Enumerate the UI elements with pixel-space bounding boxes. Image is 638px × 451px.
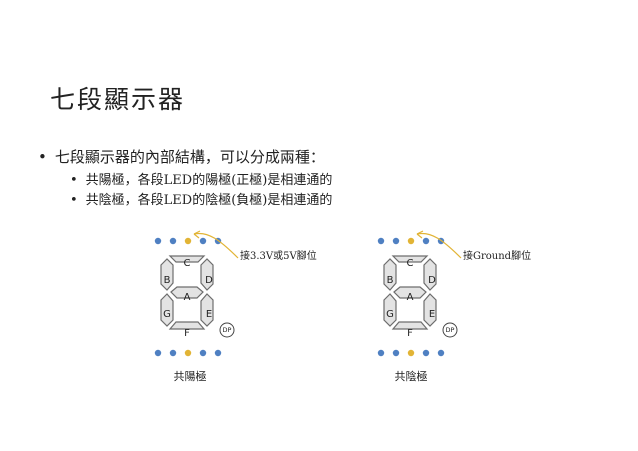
pin <box>392 349 400 357</box>
bottom-pin-row <box>377 349 445 357</box>
bullet-sub-2-text: 共陰極，各段LED的陰極(負極)是相連通的 <box>85 193 333 208</box>
segment-upper-left <box>383 258 397 291</box>
segment-upper-right <box>423 258 437 291</box>
segments <box>383 255 437 330</box>
segment-top <box>168 255 206 263</box>
label-lower-right: E <box>206 309 212 320</box>
pin <box>422 237 430 245</box>
pin <box>377 237 385 245</box>
pin <box>377 349 385 357</box>
bullet-main: • 七段顯示器的內部結構，可以分成兩種： <box>38 146 325 167</box>
pin <box>199 349 207 357</box>
segment-middle <box>393 286 427 299</box>
segment-middle <box>170 286 204 299</box>
segment-lower-right <box>423 293 437 327</box>
pin <box>392 237 400 245</box>
common-pin <box>184 349 192 357</box>
segment-upper-left <box>160 258 174 291</box>
top-pin-row <box>154 237 222 245</box>
decimal-point <box>442 322 458 338</box>
label-upper-left: B <box>387 275 394 286</box>
bullet-sub-1: • 共陽極，各段LED的陽極(正極)是相連通的 <box>70 169 332 188</box>
segment-bottom <box>391 321 429 330</box>
label-top: C <box>407 258 414 269</box>
segment-labels: C B D A G E F <box>163 258 213 339</box>
label-upper-right: D <box>205 275 213 286</box>
caption: 共陽極 <box>174 369 207 383</box>
label-upper-right: D <box>428 275 436 286</box>
segment-upper-right <box>200 258 214 291</box>
bottom-pin-row <box>154 349 222 357</box>
pin <box>422 349 430 357</box>
common-pin-arrow <box>193 232 239 259</box>
bullet-dot: • <box>70 173 78 188</box>
arrowhead <box>416 230 424 239</box>
pin <box>199 237 207 245</box>
arrowhead <box>193 230 201 239</box>
pin <box>169 237 177 245</box>
label-middle: A <box>407 292 414 303</box>
dp-label: DP <box>223 326 232 334</box>
bullet-sub-2: • 共陰極，各段LED的陰極(負極)是相連通的 <box>70 189 332 208</box>
pin <box>437 349 445 357</box>
common-pin <box>184 237 192 245</box>
label-bottom: F <box>184 328 190 339</box>
bullet-dot: • <box>70 193 78 208</box>
top-pin-row <box>377 237 445 245</box>
annotation: 接Ground腳位 <box>463 249 531 262</box>
display-common-anode: C B D A G E F DP 接3.3V或5V腳位 共陽極 <box>154 230 317 383</box>
pin <box>214 349 222 357</box>
display-common-cathode: C B D A G E F DP 接Ground腳位 共陰極 <box>377 230 531 383</box>
segment-bottom <box>168 321 206 330</box>
segments <box>160 255 214 330</box>
bullet-sub-1-text: 共陽極，各段LED的陽極(正極)是相連通的 <box>85 173 333 188</box>
segment-lower-right <box>200 293 214 327</box>
annotation: 接3.3V或5V腳位 <box>240 249 317 262</box>
pin <box>154 349 162 357</box>
segment-lower-left <box>383 293 397 327</box>
common-pin <box>407 237 415 245</box>
bullet-dot: • <box>38 148 47 166</box>
segment-lower-left <box>160 293 174 327</box>
label-lower-left: G <box>163 309 171 320</box>
bullet-main-text: 七段顯示器的內部結構，可以分成兩種： <box>54 148 325 166</box>
decimal-point <box>219 322 235 338</box>
label-middle: A <box>184 292 191 303</box>
pin <box>154 237 162 245</box>
segment-labels: C B D A G E F <box>386 258 436 339</box>
common-pin <box>407 349 415 357</box>
dp-label: DP <box>446 326 455 334</box>
slide-title: 七段顯示器 <box>50 85 186 114</box>
pin <box>169 349 177 357</box>
label-bottom: F <box>407 328 413 339</box>
segment-top <box>391 255 429 263</box>
common-pin-arrow <box>416 232 462 259</box>
label-lower-left: G <box>386 309 394 320</box>
label-lower-right: E <box>429 309 435 320</box>
label-top: C <box>184 258 191 269</box>
label-upper-left: B <box>164 275 171 286</box>
caption: 共陰極 <box>395 369 428 383</box>
